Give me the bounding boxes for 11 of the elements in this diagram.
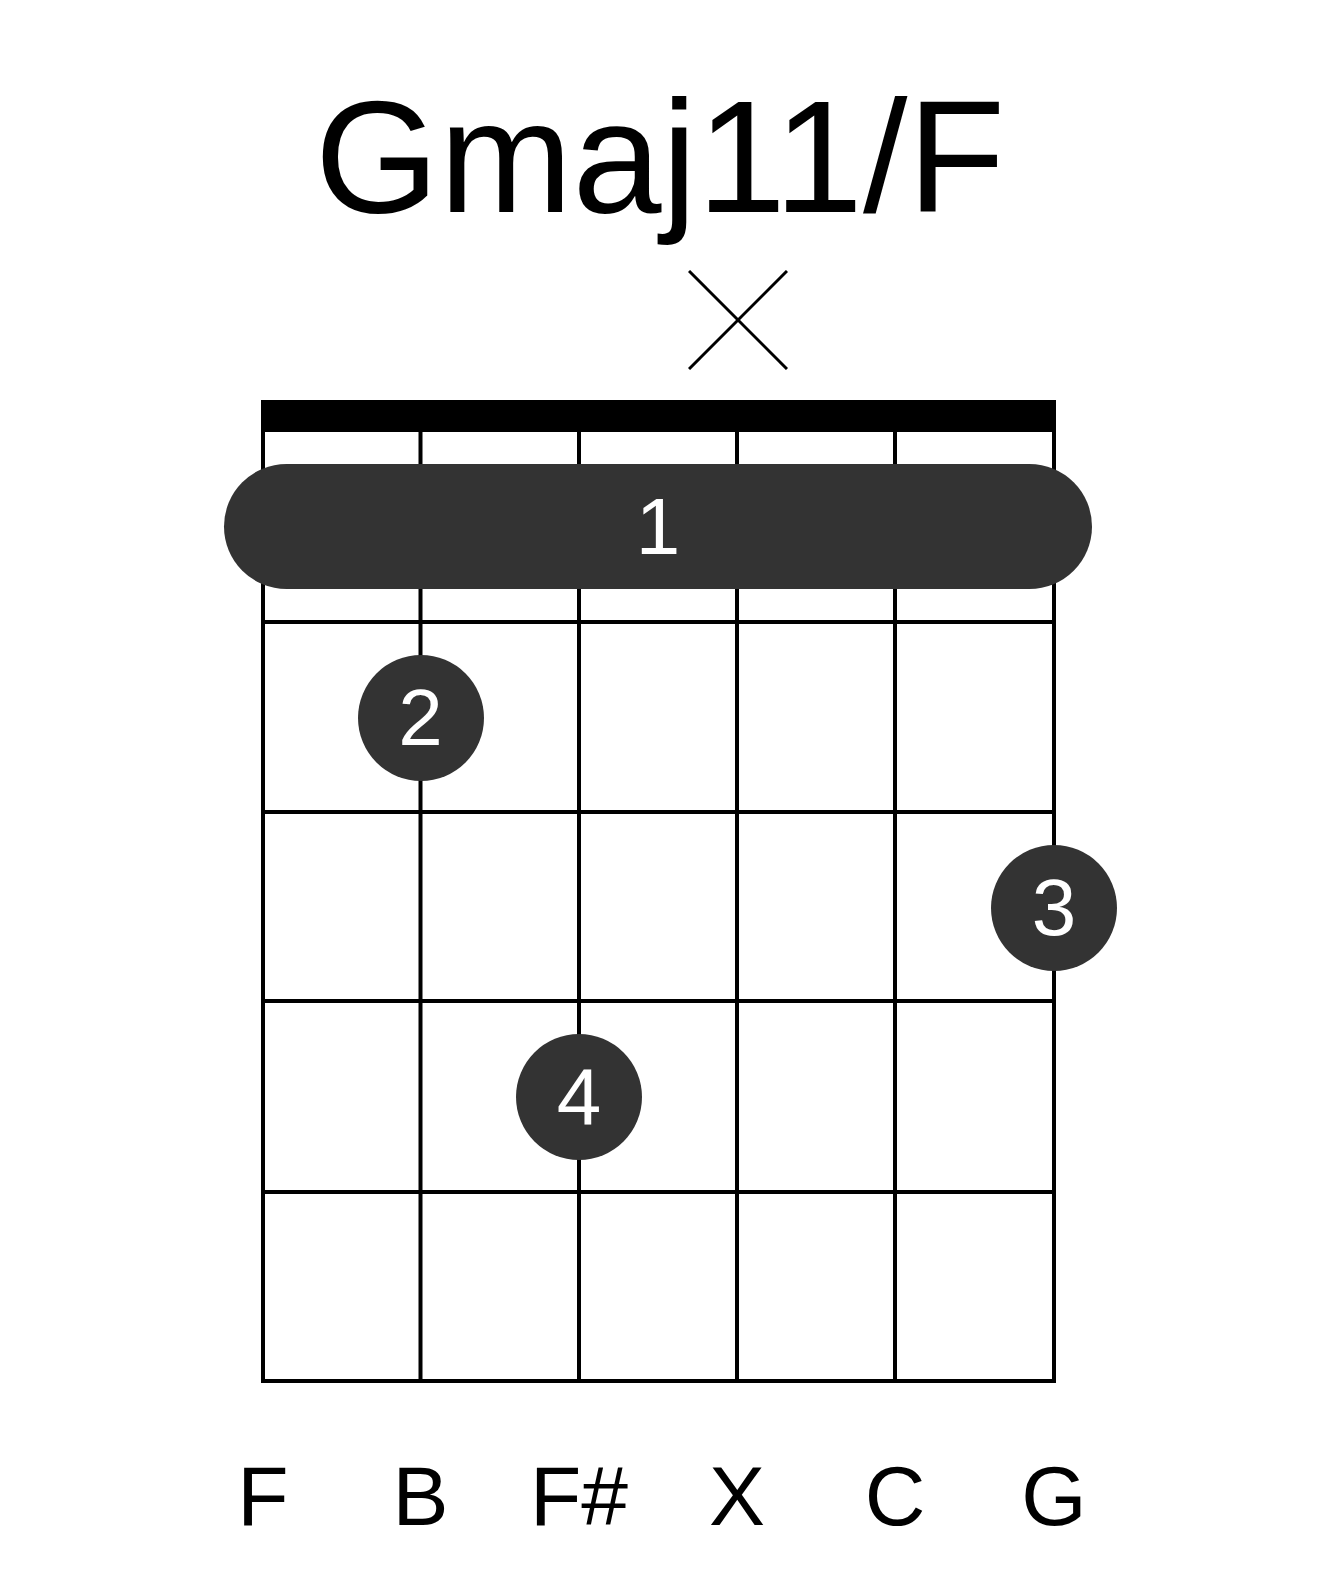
string-note-label: C	[863, 1450, 927, 1543]
string-note-label: F	[236, 1450, 290, 1543]
string-note-label: G	[1020, 1450, 1088, 1543]
finger-number: 4	[556, 1051, 602, 1143]
finger-number: 2	[398, 672, 443, 764]
string-note-label: X	[708, 1450, 766, 1543]
finger-number: 1	[635, 480, 681, 573]
finger-number: 3	[1031, 862, 1077, 954]
string-note-label: F#	[529, 1450, 629, 1543]
chord-title: Gmaj11/F	[313, 66, 1007, 248]
string-note-label: B	[391, 1450, 450, 1543]
